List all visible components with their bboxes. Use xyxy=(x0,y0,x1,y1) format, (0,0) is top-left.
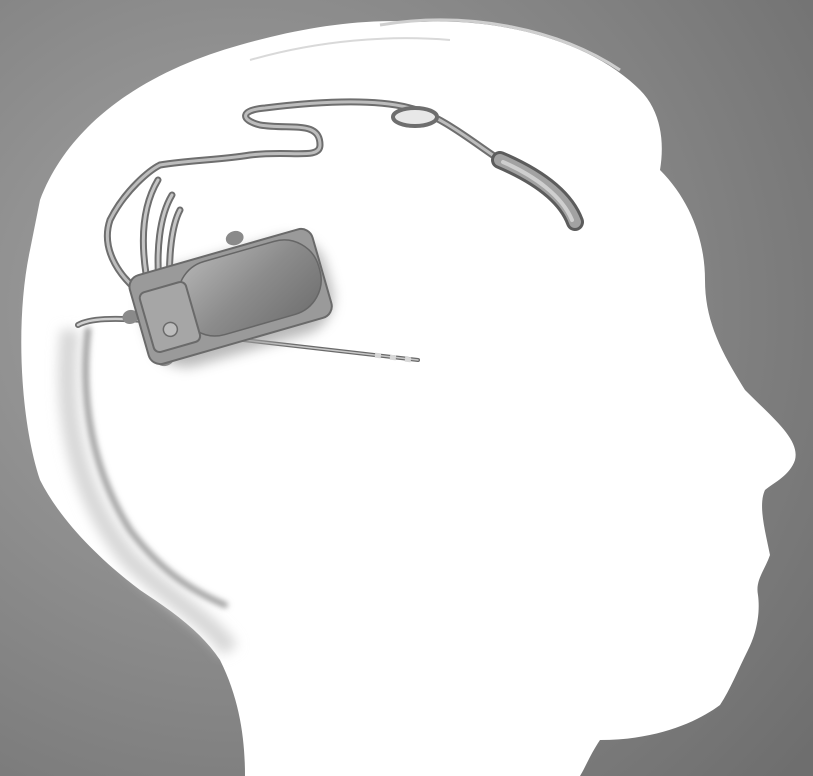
electrode-contact xyxy=(375,353,382,359)
electrode-contact xyxy=(405,357,412,363)
burr-hole-cap xyxy=(393,108,437,126)
electrode-contact xyxy=(390,355,397,361)
